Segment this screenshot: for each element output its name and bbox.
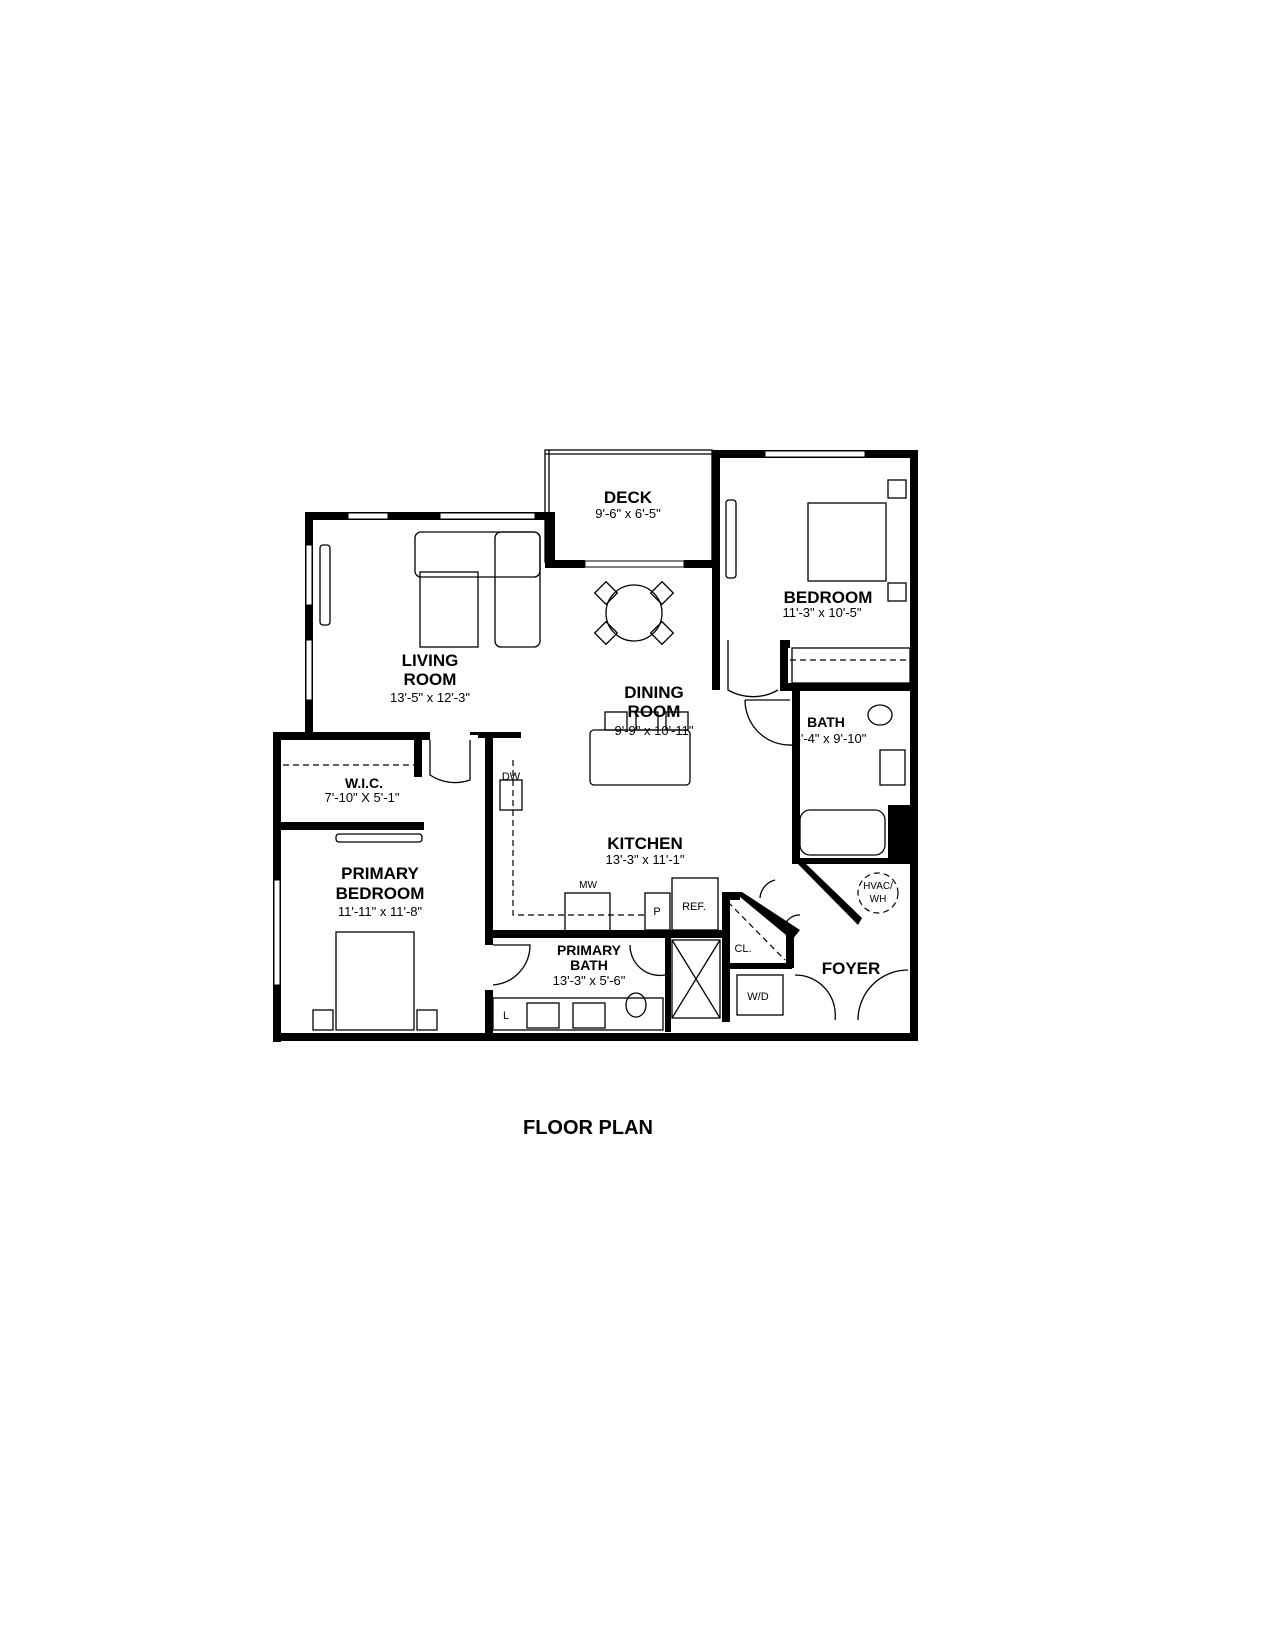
microwave-label: MW bbox=[579, 880, 597, 891]
refrigerator-label: REF. bbox=[682, 901, 706, 913]
closet-label: CL. bbox=[734, 943, 751, 955]
windows bbox=[273, 450, 866, 986]
bath-label: BATH bbox=[807, 714, 845, 730]
fixture-labels: CL. W/D REF. P MW DW L HVAC/ WH bbox=[502, 771, 893, 1022]
primary-bedroom-label-2: BEDROOM bbox=[336, 884, 425, 903]
deck-dims: 9'-6" x 6'-5" bbox=[595, 506, 661, 521]
deck-label: DECK bbox=[604, 488, 653, 507]
plan-title: FLOOR PLAN bbox=[523, 1117, 653, 1139]
primary-bath-label-2: BATH bbox=[570, 957, 608, 973]
living-room-label-1: LIVING bbox=[402, 651, 459, 670]
primary-bath-label-1: PRIMARY bbox=[557, 942, 622, 958]
washer-dryer-label: W/D bbox=[747, 991, 768, 1003]
kitchen-dims: 13'-3" x 11'-1" bbox=[606, 852, 685, 867]
room-labels: DECK 9'-6" x 6'-5" BEDROOM 11'-3" x 10'-… bbox=[325, 488, 881, 988]
linen-label: L bbox=[503, 1010, 509, 1022]
dining-room-label-1: DINING bbox=[624, 683, 684, 702]
dining-room-dims: 9'-9" x 10'-11" bbox=[615, 723, 694, 738]
living-room-dims: 13'-5" x 12'-3" bbox=[390, 690, 470, 705]
water-heater-label: WH bbox=[870, 894, 887, 905]
doors bbox=[429, 640, 909, 1021]
living-room-label-2: ROOM bbox=[404, 670, 457, 689]
bath-dims: 6'-4" x 9'-10" bbox=[794, 731, 867, 746]
hvac-label: HVAC/ bbox=[863, 881, 893, 892]
bedroom-dims: 11'-3" x 10'-5" bbox=[783, 605, 862, 620]
dishwasher-label: DW bbox=[502, 771, 521, 783]
pantry-label: P bbox=[653, 906, 660, 918]
kitchen-label: KITCHEN bbox=[607, 834, 683, 853]
wic-dims: 7'-10" X 5'-1" bbox=[325, 790, 400, 805]
dining-room-label-2: ROOM bbox=[628, 702, 681, 721]
primary-bedroom-label-1: PRIMARY bbox=[341, 864, 419, 883]
furniture bbox=[283, 479, 911, 1031]
primary-bedroom-dims: 11'-11" x 11'-8" bbox=[338, 904, 423, 919]
foyer-label: FOYER bbox=[822, 959, 881, 978]
primary-bath-dims: 13'-3" x 5'-6" bbox=[553, 973, 626, 988]
bedroom-label: BEDROOM bbox=[784, 588, 873, 607]
wic-label: W.I.C. bbox=[345, 775, 383, 791]
